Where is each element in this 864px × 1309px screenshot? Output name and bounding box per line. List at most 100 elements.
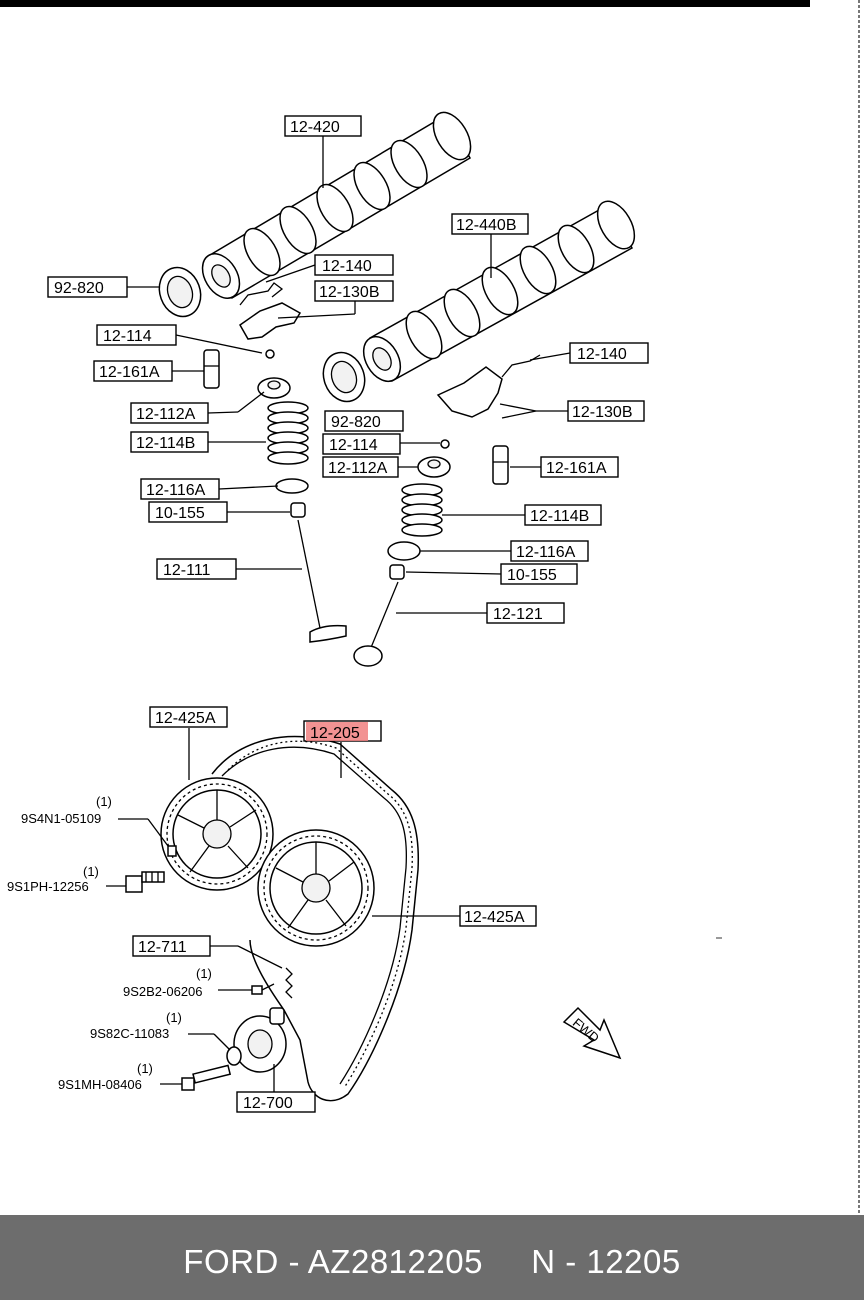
callout-text: 12-140 <box>322 258 372 275</box>
callout-text: 92-820 <box>54 280 104 297</box>
top-border-bar <box>0 0 810 7</box>
callout-keeper-left[interactable]: 12-114 <box>96 324 177 346</box>
callout-text: 92-820 <box>331 414 381 431</box>
callout-oil-seal-right[interactable]: 92-820 <box>324 410 404 432</box>
callout-text: 12-711 <box>138 939 187 956</box>
highlight-box <box>306 722 368 741</box>
callout-text: 12-112A <box>136 406 196 423</box>
lash-adjuster-left-drawing <box>203 349 220 389</box>
spring-retainer-left-drawing <box>257 377 291 399</box>
callout-tensioner[interactable]: 12-700 <box>236 1091 316 1113</box>
callout-lash-adjuster-right[interactable]: 12-161A <box>540 456 619 478</box>
fastener-callout-2[interactable]: (1) 9S1PH-12256 <box>7 864 99 894</box>
spring-seat-right-drawing <box>387 541 421 561</box>
callout-valve-seal-right[interactable]: 10-155 <box>500 563 578 585</box>
callout-text: 10-155 <box>507 567 557 584</box>
fastener-part: 9S2B2-06206 <box>123 984 203 999</box>
callout-text: 12-140 <box>577 346 627 363</box>
callout-valve-spring-right[interactable]: 12-114B <box>524 504 602 526</box>
valve-seal-left-drawing <box>290 502 306 518</box>
exhaust-valve-drawing <box>353 581 399 667</box>
rocker-left-drawing <box>239 302 302 340</box>
callout-valve-spring-left[interactable]: 12-114B <box>130 431 209 453</box>
callout-text: 12-121 <box>493 606 543 623</box>
callout-clip-left[interactable]: 12-140 <box>314 254 394 276</box>
callout-text: 12-700 <box>243 1095 293 1112</box>
callout-text: 12-205 <box>310 725 360 742</box>
callout-text: 10-155 <box>155 505 205 522</box>
spring-seat-left-drawing <box>275 478 309 494</box>
callout-text: 12-425A <box>155 710 216 727</box>
callout-text: 12-440B <box>456 217 517 234</box>
callout-text: 12-111 <box>163 562 211 579</box>
rocker-right-drawing <box>436 366 503 418</box>
callout-keeper-right[interactable]: 12-114 <box>322 433 401 455</box>
clip-right-drawing <box>501 354 541 378</box>
fastener-part: 9S1PH-12256 <box>7 879 89 894</box>
fastener-callout-1[interactable]: (1) 9S4N1-05109 <box>21 794 112 826</box>
clip-left-drawing <box>239 282 284 306</box>
callout-text: 12-114 <box>329 437 378 454</box>
tensioner-washer-drawing <box>226 1046 242 1066</box>
callout-text: 12-130B <box>319 284 380 301</box>
oil-seal-left-drawing <box>158 266 202 318</box>
callout-timing-belt[interactable]: 12-205 <box>303 720 382 742</box>
callout-text: 12-114 <box>103 328 152 345</box>
callout-text: 12-425A <box>464 909 525 926</box>
valve-spring-left-drawing <box>267 401 309 465</box>
callout-text: 12-161A <box>99 364 160 381</box>
callout-exhaust-valve[interactable]: 12-121 <box>486 602 565 624</box>
fastener-qty: (1) <box>196 966 212 981</box>
fastener-callout-3[interactable]: (1) 9S2B2-06206 <box>123 966 212 999</box>
callout-spring-seat-left[interactable]: 12-116A <box>140 478 220 500</box>
intake-valve-drawing <box>297 519 347 643</box>
keeper-left-drawing <box>265 349 275 359</box>
callout-clip-right[interactable]: 12-140 <box>569 342 649 364</box>
idler-spring-drawing <box>285 967 293 999</box>
callout-text: 12-420 <box>290 119 340 136</box>
exhaust-camshaft-drawing <box>362 200 636 383</box>
intake-camshaft-drawing <box>201 111 472 300</box>
callout-intake-valve[interactable]: 12-111 <box>156 558 237 580</box>
fastener-callout-5[interactable]: (1) 9S1MH-08406 <box>58 1061 153 1092</box>
callout-pulley-top[interactable]: 12-425A <box>149 706 228 728</box>
callout-lash-adjuster-left[interactable]: 12-161A <box>93 360 173 382</box>
callout-oil-seal-left[interactable]: 92-820 <box>47 276 128 298</box>
callout-camshaft-exhaust[interactable]: 12-440B <box>451 213 529 235</box>
fastener-callout-4[interactable]: (1) 9S82C-11083 <box>90 1010 182 1041</box>
keeper-right-drawing <box>440 439 450 449</box>
callout-pulley-right[interactable]: 12-425A <box>459 905 537 927</box>
fastener-part: 9S82C-11083 <box>90 1026 169 1041</box>
callout-text: 12-130B <box>572 404 633 421</box>
callout-valve-seal-left[interactable]: 10-155 <box>148 501 228 523</box>
callout-text: 12-116A <box>516 544 576 561</box>
valve-spring-right-drawing <box>401 483 443 537</box>
leader-lines <box>106 135 571 1092</box>
callout-rocker-right[interactable]: 12-130B <box>567 400 645 422</box>
callout-rocker-left[interactable]: 12-130B <box>314 280 394 302</box>
callout-text: 12-112A <box>328 460 388 477</box>
callout-camshaft-intake[interactable]: 12-420 <box>284 115 362 137</box>
pulley-bolt-drawing <box>125 871 165 893</box>
callout-spring-retainer-right[interactable]: 12-112A <box>322 456 399 478</box>
fastener-part: 9S4N1-05109 <box>21 811 101 826</box>
valve-seal-right-drawing <box>389 564 405 580</box>
lash-adjuster-right-drawing <box>492 445 509 485</box>
dowel-pin-drawing <box>167 845 177 857</box>
callout-text: 12-116A <box>146 482 206 499</box>
fastener-part: 9S1MH-08406 <box>58 1077 142 1092</box>
callout-text: 12-114B <box>530 508 589 525</box>
callout-text: 12-114B <box>136 435 195 452</box>
fastener-qty: (1) <box>96 794 112 809</box>
exploded-parts-diagram: FWD <box>0 0 860 1215</box>
cam-pulley-top-drawing <box>160 777 274 891</box>
oil-seal-right-drawing <box>322 351 366 403</box>
callout-idler-spring[interactable]: 12-711 <box>132 935 211 957</box>
fastener-qty: (1) <box>166 1010 182 1025</box>
part-number-footer: FORD - AZ2812205 N - 12205 <box>0 1215 864 1300</box>
fastener-qty: (1) <box>137 1061 153 1076</box>
footer-part-text: FORD - AZ2812205 N - 12205 <box>183 1243 681 1280</box>
fwd-arrow: FWD <box>562 1006 622 1060</box>
callout-spring-retainer-left[interactable]: 12-112A <box>130 402 209 424</box>
callout-spring-seat-right[interactable]: 12-116A <box>510 540 589 562</box>
